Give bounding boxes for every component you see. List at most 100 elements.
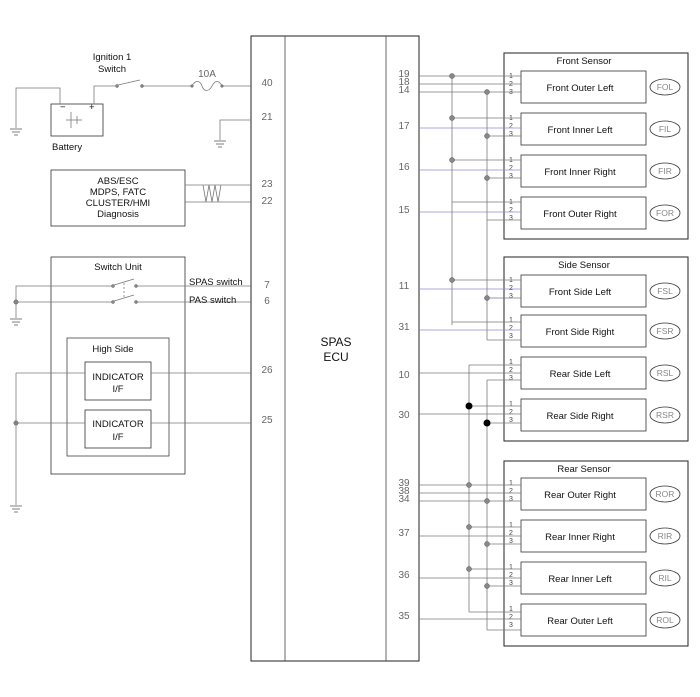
sensor-name: Rear Outer Left xyxy=(547,616,613,627)
sensor-for: Front Outer Right FOR xyxy=(520,196,681,230)
switch-unit-title: Switch Unit xyxy=(94,262,142,273)
sensor-code: RSR xyxy=(656,410,674,420)
ecu-pin: 35 xyxy=(398,611,410,622)
ecu-pin: 36 xyxy=(398,570,410,581)
ignition-label-line1: Ignition 1 xyxy=(93,52,132,63)
sensor-fir: Front Inner Right FIR xyxy=(520,154,681,188)
ecu-label-line1: SPAS xyxy=(320,335,351,349)
ecu-pin: 6 xyxy=(264,296,270,307)
sensor-pin: 2 xyxy=(509,367,513,374)
front-wiring xyxy=(419,73,521,341)
sensor-pin: 3 xyxy=(509,622,513,629)
diagnosis-line: Diagnosis xyxy=(97,209,139,220)
sensor-pin: 2 xyxy=(509,165,513,172)
ecu-pin: 26 xyxy=(261,365,273,376)
sensor-code-badge xyxy=(649,364,681,382)
ecu-pin: 38 xyxy=(398,486,410,497)
sensor-code-badge xyxy=(649,322,681,340)
ecu-left-pins: 40 21 23 22 7 6 26 25 xyxy=(261,78,273,426)
ecu-pin: 37 xyxy=(398,528,410,539)
sensor-pin: 3 xyxy=(509,89,513,96)
indicator-line2: I/F xyxy=(112,432,123,443)
ecu-right-pins: 19 18 14 17 16 15 11 31 10 30 39 38 34 3… xyxy=(398,69,410,622)
sensor-pin: 2 xyxy=(509,530,513,537)
sensor-pin: 3 xyxy=(509,173,513,180)
sensor-name: Rear Side Right xyxy=(546,411,613,422)
spas-ecu: SPAS ECU xyxy=(250,35,420,662)
ecu-pin: 19 xyxy=(398,69,410,80)
sensor-code: RIL xyxy=(658,573,672,583)
sensor-pin: 1 xyxy=(509,317,513,324)
sensor-pin: 1 xyxy=(509,401,513,408)
sensor-name: Front Side Left xyxy=(549,287,612,298)
sensor-code-badge xyxy=(649,78,681,96)
sensor-fsl: Front Side Left FSL xyxy=(520,274,681,308)
sensor-code: ROL xyxy=(656,615,674,625)
battery-label: Battery xyxy=(52,142,82,153)
sensor-name: Rear Outer Right xyxy=(544,490,616,501)
pas-switch-label: PAS switch xyxy=(189,295,236,306)
sensor-pin: 3 xyxy=(509,293,513,300)
sensor-pin: 1 xyxy=(509,606,513,613)
ecu-pin: 31 xyxy=(398,322,410,333)
ground-icon xyxy=(10,505,22,513)
spas-switch-label: SPAS switch xyxy=(189,277,243,288)
sensor-pin: 2 xyxy=(509,123,513,130)
indicator-line1: INDICATOR xyxy=(92,419,144,430)
sensor-rir: Rear Inner Right RIR xyxy=(520,519,681,553)
ecu-pin: 15 xyxy=(398,205,410,216)
sensor-rsr: Rear Side Right RSR xyxy=(520,398,681,432)
sensor-pin: 2 xyxy=(509,285,513,292)
ground-icon xyxy=(214,140,226,148)
sensor-pin: 2 xyxy=(509,572,513,579)
rear-wiring xyxy=(419,364,521,631)
sensor-code: ROR xyxy=(656,489,675,499)
sensor-code-badge xyxy=(649,527,681,545)
sensor-pin: 1 xyxy=(509,157,513,164)
sensor-pin: 1 xyxy=(509,199,513,206)
ecu-pin: 23 xyxy=(261,179,273,190)
sensor-rol: Rear Outer Left ROL xyxy=(520,603,681,637)
fuse-icon xyxy=(191,81,223,91)
front-sensor-title: Front Sensor xyxy=(557,56,612,67)
sensor-code: FSL xyxy=(657,286,673,296)
sensor-code-badge xyxy=(649,611,681,629)
side-sensor-title: Side Sensor xyxy=(558,260,610,271)
sensor-fil: Front Inner Left FIL xyxy=(520,112,681,146)
sensor-pin: 3 xyxy=(509,375,513,382)
sensor-pin: 3 xyxy=(509,131,513,138)
sensor-name: Front Outer Left xyxy=(546,83,613,94)
sensor-pin: 3 xyxy=(509,496,513,503)
sensor-pin: 2 xyxy=(509,488,513,495)
sensor-pin: 3 xyxy=(509,333,513,340)
sensor-code-badge xyxy=(649,282,681,300)
sensor-pin: 2 xyxy=(509,207,513,214)
ecu-pin: 22 xyxy=(261,196,273,207)
ecu-pin: 30 xyxy=(398,410,410,421)
sensor-fsr: Front Side Right FSR xyxy=(520,314,681,348)
sensor-pin: 1 xyxy=(509,522,513,529)
ecu-pin: 14 xyxy=(398,85,410,96)
sensor-code: RSL xyxy=(657,368,674,378)
ecu-pin: 17 xyxy=(398,121,410,132)
sensor-code-badge xyxy=(649,162,681,180)
sensor-pin: 2 xyxy=(509,81,513,88)
sensor-pin: 1 xyxy=(509,277,513,284)
sensor-pin: 2 xyxy=(509,325,513,332)
ecu-pin: 34 xyxy=(398,494,410,505)
ecu-pin: 10 xyxy=(398,370,410,381)
battery-minus: − xyxy=(60,102,66,113)
sensor-pin: 3 xyxy=(509,215,513,222)
ecu-pin: 25 xyxy=(261,415,273,426)
ecu-pin: 39 xyxy=(398,478,410,489)
sensor-pin: 1 xyxy=(509,73,513,80)
sensor-name: Rear Inner Left xyxy=(548,574,612,585)
sensor-pin: 3 xyxy=(509,538,513,545)
sensor-code-badge xyxy=(649,120,681,138)
twisted-pair-icon xyxy=(202,184,222,203)
sensor-code: FIL xyxy=(659,124,672,134)
battery-plus: + xyxy=(89,102,95,113)
diagnosis-module: ABS/ESC MDPS, FATC CLUSTER/HMI Diagnosis xyxy=(50,169,251,227)
sensor-code: FOR xyxy=(656,208,674,218)
